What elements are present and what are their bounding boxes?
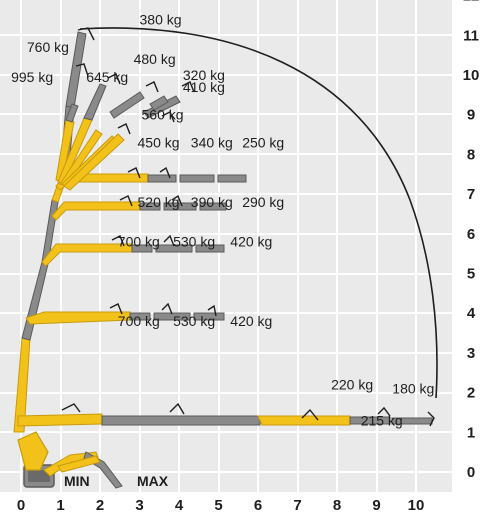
load-label: 760 kg <box>27 39 69 55</box>
x-tick-label: 3 <box>135 497 143 514</box>
y-axis-ticks: 0123456789101112 <box>463 0 480 481</box>
x-tick-label: 6 <box>254 497 262 514</box>
load-label: 320 kg <box>183 67 225 83</box>
base-min-label: MIN <box>64 473 90 489</box>
y-tick-label: 2 <box>467 385 475 402</box>
x-tick-label: 5 <box>214 497 222 514</box>
x-tick-label: 0 <box>17 497 25 514</box>
load-label: 995 kg <box>11 69 53 85</box>
x-tick-label: 7 <box>293 497 301 514</box>
x-tick-label: 2 <box>96 497 104 514</box>
load-label: 220 kg <box>331 377 373 393</box>
load-label: 420 kg <box>230 234 272 250</box>
grid <box>0 0 452 492</box>
reach-envelope-curve <box>79 27 438 399</box>
y-tick-label: 1 <box>467 424 475 441</box>
load-label: 410 kg <box>183 79 225 95</box>
y-tick-label: 7 <box>467 186 475 203</box>
y-tick-label: 8 <box>467 146 475 163</box>
load-label: 340 kg <box>191 135 233 151</box>
y-tick-label: 10 <box>463 67 480 84</box>
crane-base <box>17 431 123 489</box>
x-tick-label: 1 <box>56 497 64 514</box>
load-label: 390 kg <box>191 194 233 210</box>
x-tick-label: 4 <box>175 497 184 514</box>
base-max-label: MAX <box>137 473 169 489</box>
load-label: 480 kg <box>134 51 176 67</box>
boom-horizontal-4m <box>25 302 225 325</box>
y-tick-label: 4 <box>467 305 476 322</box>
boom-raised-5 <box>63 123 131 191</box>
x-tick-label: 9 <box>372 497 380 514</box>
x-tick-label: 8 <box>333 497 341 514</box>
load-label: 450 kg <box>138 135 180 151</box>
y-tick-label: 3 <box>467 345 475 362</box>
load-label: 215 kg <box>361 412 403 428</box>
x-axis-ticks: 0 1 2 3 4 5 6 7 8 9 10 <box>17 497 425 514</box>
boom-horizontal-6m <box>41 234 225 267</box>
y-tick-label: 9 <box>467 107 475 124</box>
x-tick-label: 10 <box>408 497 425 514</box>
load-label: 180 kg <box>392 381 434 397</box>
load-label: 530 kg <box>173 234 215 250</box>
load-label: 380 kg <box>140 11 182 27</box>
y-tick-label: 0 <box>467 464 475 481</box>
y-tick-label: 5 <box>467 266 475 283</box>
load-label: 700 kg <box>118 234 160 250</box>
boom-horizontal-2m <box>17 402 435 427</box>
y-tick-label: 6 <box>467 226 475 243</box>
y-tick-label: 11 <box>463 27 479 44</box>
load-label: 420 kg <box>230 313 272 329</box>
y-tick-label: 12 <box>463 0 480 5</box>
load-label: 250 kg <box>242 135 284 151</box>
load-label: 560 kg <box>142 107 184 123</box>
boom-horizontal-7m <box>51 194 227 221</box>
boom-raised-6 <box>149 95 175 123</box>
load-label: 530 kg <box>173 313 215 329</box>
load-label: 645 kg <box>86 69 128 85</box>
load-label: 520 kg <box>138 194 180 210</box>
load-label: 700 kg <box>118 313 160 329</box>
load-label: 290 kg <box>242 194 284 210</box>
